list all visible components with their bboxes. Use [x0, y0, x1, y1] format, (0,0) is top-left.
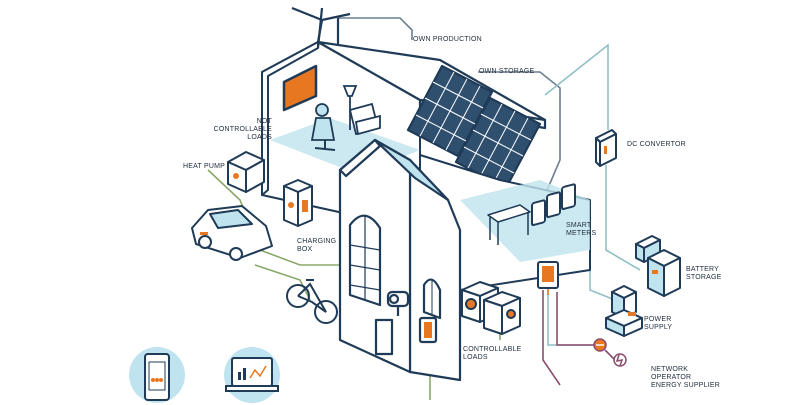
battery-storage-icon — [635, 235, 681, 297]
label-smart-meters: SMART METERS — [566, 222, 597, 237]
label-own-storage: OWN STORAGE — [479, 68, 535, 75]
main-roof — [316, 40, 547, 190]
smart-meters-icon — [531, 183, 576, 227]
network-operator-icon — [593, 338, 627, 367]
production-line — [338, 17, 413, 40]
dc-line — [544, 43, 609, 130]
solar-panel-2 — [454, 96, 542, 190]
front-house — [338, 138, 462, 382]
door — [374, 318, 394, 356]
label-dc-convertor: DC CONVERTOR — [627, 141, 686, 148]
tv-screen — [282, 64, 318, 112]
label-not-controllable-loads: NOT CONTROLLABLE LOADS — [213, 118, 272, 141]
bicycle-icon — [286, 279, 338, 324]
label-charging-box: CHARGING BOX — [297, 238, 337, 253]
purple-line-1 — [542, 290, 561, 386]
purple-line-3 — [604, 349, 616, 361]
dryer-icon — [483, 291, 521, 335]
label-battery-storage: BATTERY STORAGE — [686, 266, 722, 281]
label-heat-pump: HEAT PUMP — [183, 163, 225, 170]
car-icon — [191, 205, 273, 261]
armchair-icon — [348, 102, 381, 136]
heat-pump-icon — [227, 151, 265, 193]
wind-turbine-icon — [291, 6, 351, 49]
label-power-supply: POWER SUPPLY — [644, 316, 673, 331]
smartphone-icon — [129, 347, 185, 403]
purple-line-2 — [556, 292, 596, 346]
meter-line-teal-2 — [547, 290, 600, 346]
label-own-production: OWN PRODUCTION — [413, 36, 482, 43]
label-network-operator: NETWORK OPERATOR ENERGY SUPPLIER — [651, 366, 721, 389]
storage-line — [478, 71, 561, 196]
dc-convertor-icon — [595, 129, 617, 167]
label-controllable-loads: CONTROLLABLE LOADS — [463, 346, 522, 361]
person-icon — [310, 103, 336, 141]
laptop-icon — [224, 347, 280, 403]
charging-box-icon — [283, 179, 313, 227]
right-wing — [419, 154, 591, 291]
power-supply-icon — [605, 285, 643, 337]
solar-panel-1 — [406, 64, 494, 158]
dc-line-2 — [605, 165, 641, 271]
green-line-2 — [254, 264, 311, 301]
table-icon — [487, 204, 531, 245]
camera-icon — [386, 290, 410, 316]
living-room — [310, 85, 381, 151]
